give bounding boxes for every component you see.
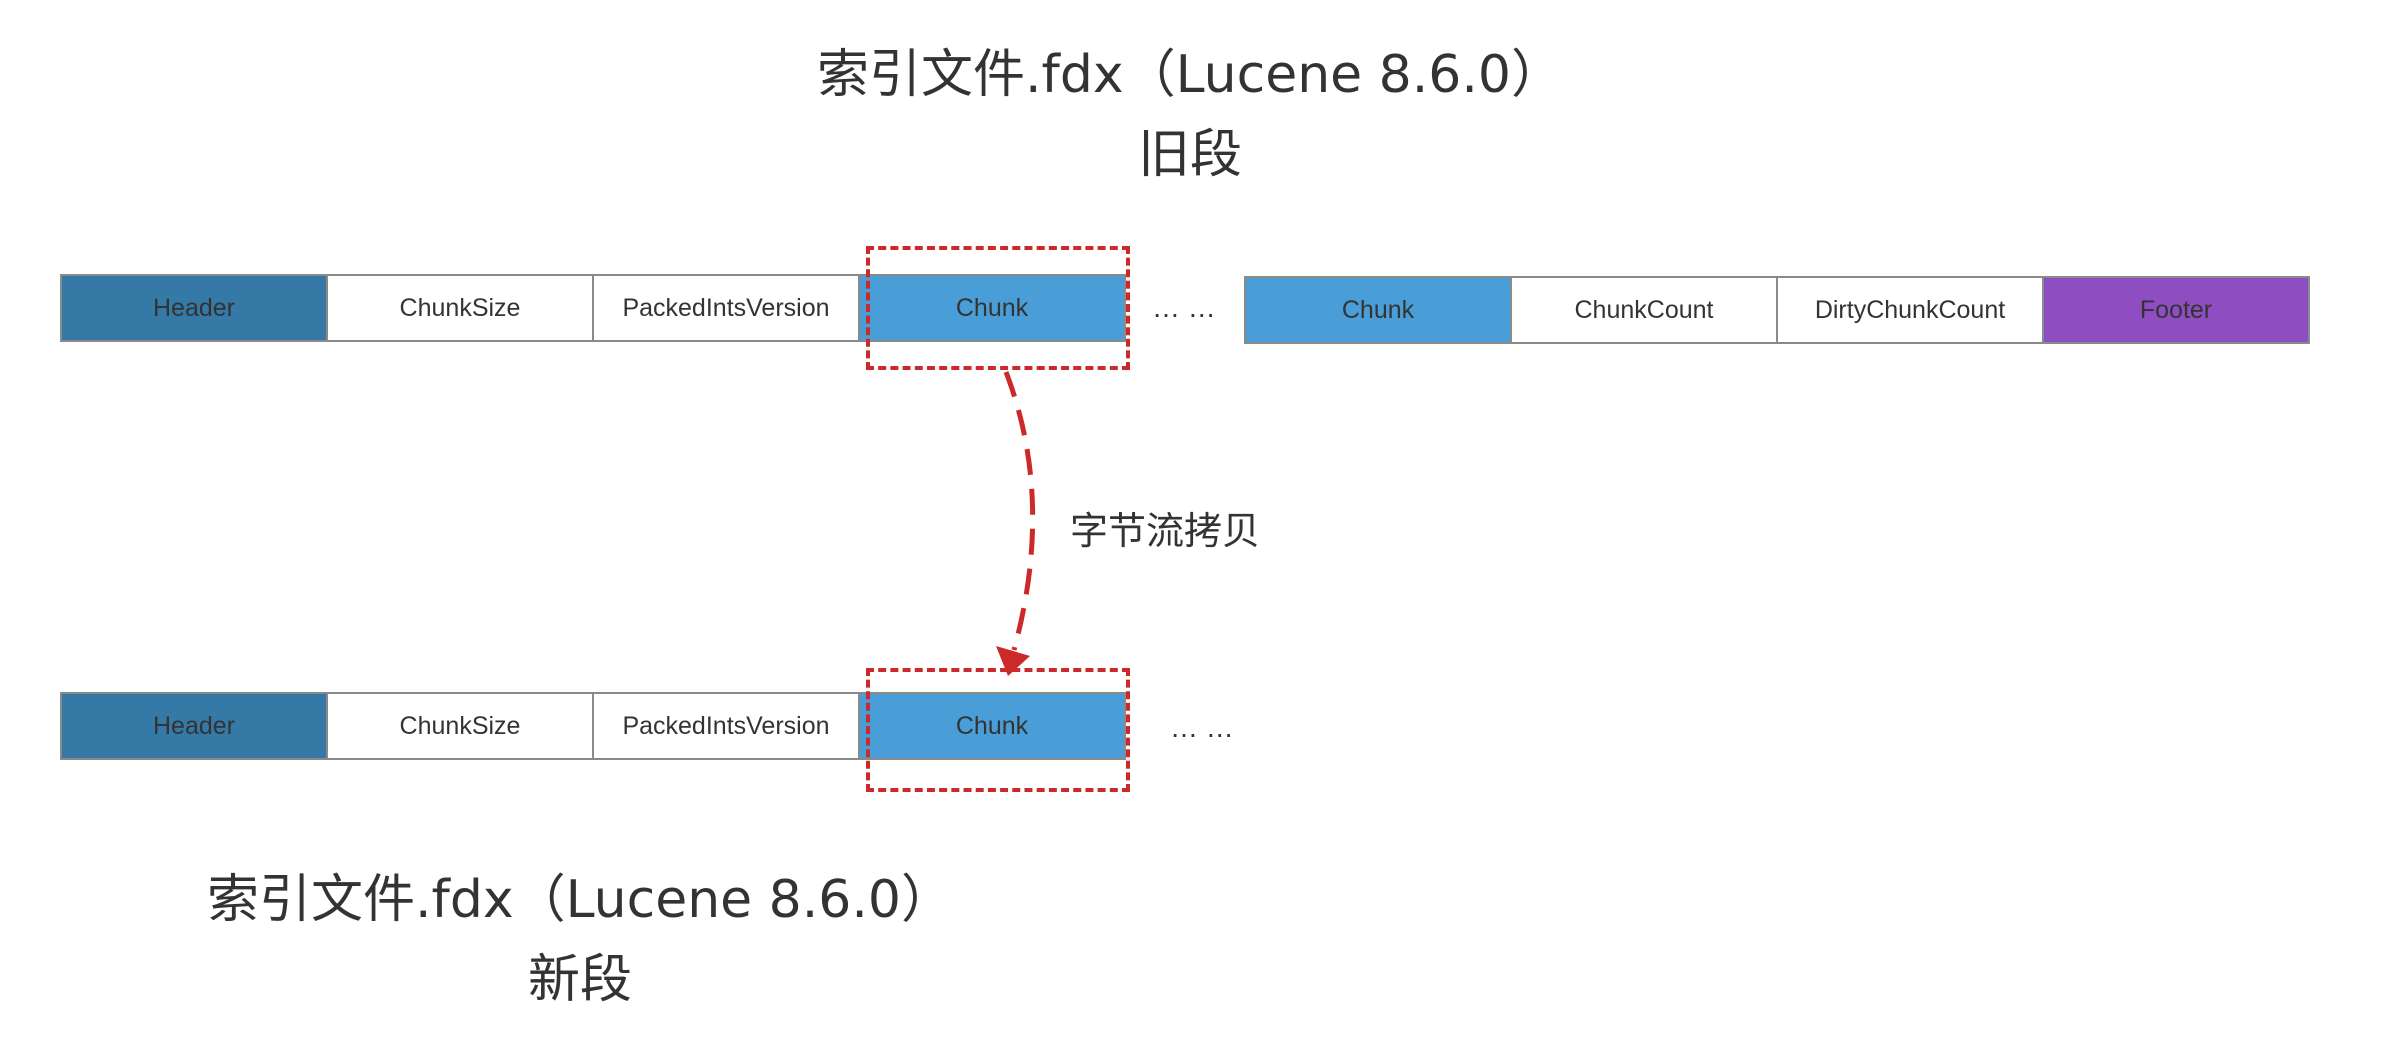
- new-segment-row: Header ChunkSize PackedIntsVersion Chunk: [60, 692, 1126, 760]
- new-segment-ellipsis: … …: [1170, 712, 1234, 743]
- new-packedintsversion-field: PackedIntsVersion: [592, 692, 860, 760]
- old-footer-field: Footer: [2042, 276, 2310, 344]
- new-chunk-field: Chunk: [858, 692, 1126, 760]
- old-segment-row-end: Chunk ChunkCount DirtyChunkCount Footer: [1244, 276, 2310, 344]
- old-last-chunk-field: Chunk: [1244, 276, 1512, 344]
- new-chunk-highlight-box: [866, 668, 1130, 792]
- old-dirtychunkcount-field: DirtyChunkCount: [1776, 276, 2044, 344]
- old-chunkcount-field: ChunkCount: [1510, 276, 1778, 344]
- old-segment-title-line2: 旧段: [1137, 125, 1242, 185]
- old-chunk-field: Chunk: [858, 274, 1126, 342]
- new-segment-title-line1: 索引文件.fdx（Lucene 8.6.0）: [206, 870, 953, 930]
- arrowhead-icon: [996, 646, 1030, 676]
- new-segment-title: 索引文件.fdx（Lucene 8.6.0） 新段: [90, 860, 1070, 1020]
- old-packedintsversion-field: PackedIntsVersion: [592, 274, 860, 342]
- new-chunksize-field: ChunkSize: [326, 692, 594, 760]
- byte-stream-copy-label: 字节流拷贝: [1070, 509, 1261, 553]
- old-header-field: Header: [60, 274, 328, 342]
- old-segment-ellipsis: … …: [1152, 292, 1216, 323]
- old-segment-title-line1: 索引文件.fdx（Lucene 8.6.0）: [816, 45, 1563, 105]
- old-segment-row-start: Header ChunkSize PackedIntsVersion Chunk: [60, 274, 1126, 342]
- old-chunksize-field: ChunkSize: [326, 274, 594, 342]
- old-segment-title: 索引文件.fdx（Lucene 8.6.0） 旧段: [700, 35, 1680, 195]
- new-segment-title-line2: 新段: [527, 950, 632, 1010]
- old-chunk-highlight-box: [866, 246, 1130, 370]
- new-header-field: Header: [60, 692, 328, 760]
